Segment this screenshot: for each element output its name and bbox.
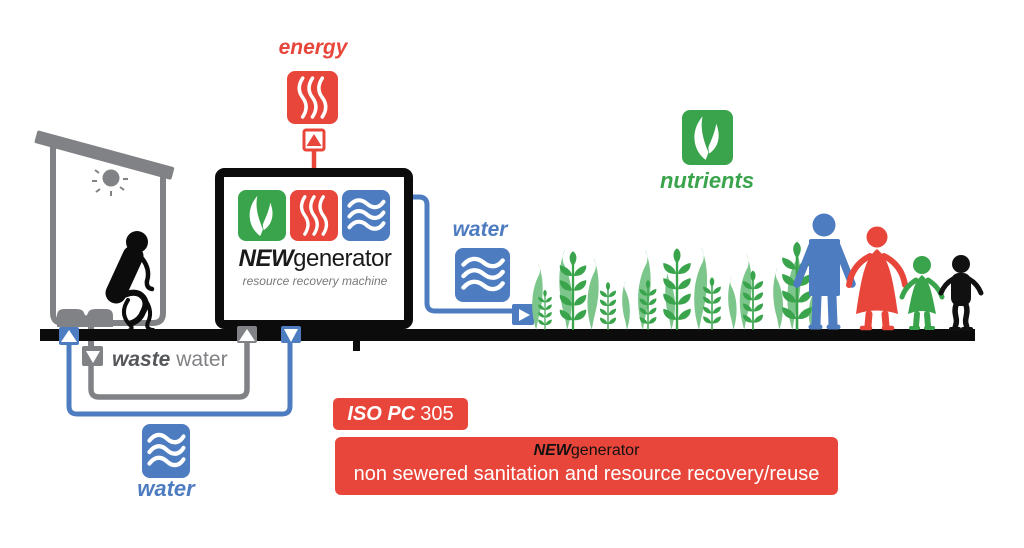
- waste-water-pipe: [88, 320, 250, 400]
- nutrients-label: nutrients: [659, 168, 755, 193]
- machine-title-block: NEWgenerator resource recovery machine: [219, 245, 411, 288]
- woman-figure: [846, 226, 908, 331]
- recycled-water-pipe: [66, 338, 293, 417]
- squat-toilet: [57, 309, 113, 327]
- nutrients-icon: [682, 110, 733, 165]
- roof: [34, 130, 175, 180]
- treated-water-pipe: [410, 194, 516, 314]
- girl-figure: [899, 256, 945, 330]
- irrigation-arrow: [512, 304, 534, 325]
- newgenerator-machine: [215, 168, 413, 329]
- energy-up-arrow: [302, 128, 326, 152]
- ground-tick: [353, 341, 360, 351]
- toilet-house: [34, 130, 175, 348]
- man-figure: [793, 213, 856, 330]
- waste-water-label: waste water: [112, 348, 228, 371]
- energy-icon: [287, 71, 338, 124]
- squatting-person: [105, 231, 155, 333]
- water-out-arrow: [281, 326, 301, 343]
- ground-line: [40, 329, 975, 341]
- banner-description: non sewered sanitation and resource reco…: [353, 463, 820, 485]
- water-output-icon: [455, 248, 510, 302]
- plant-leaves-icon: [238, 190, 286, 241]
- heat-waves-icon: [290, 190, 338, 241]
- family-graphic: [793, 213, 984, 331]
- water-recycled-icon: [142, 424, 190, 478]
- water-output-label: water: [452, 218, 508, 241]
- water-recycled-label: water: [137, 476, 195, 501]
- newgenerator-banner: NEWgenerator non sewered sanitation and …: [335, 437, 838, 495]
- machine-title: NEWgenerator: [238, 245, 392, 272]
- waste-in-arrow: [237, 326, 257, 343]
- crops-graphic: [532, 241, 816, 331]
- child-figure: [938, 255, 984, 331]
- water-waves-icon: [342, 190, 390, 241]
- banner-title: NEWgenerator: [533, 442, 640, 459]
- water-return-arrow: [59, 327, 79, 345]
- light-bulb-icon: [92, 169, 128, 196]
- energy-label: energy: [278, 36, 348, 59]
- machine-subtitle: resource recovery machine: [242, 274, 388, 288]
- waste-down-arrow: [82, 346, 103, 366]
